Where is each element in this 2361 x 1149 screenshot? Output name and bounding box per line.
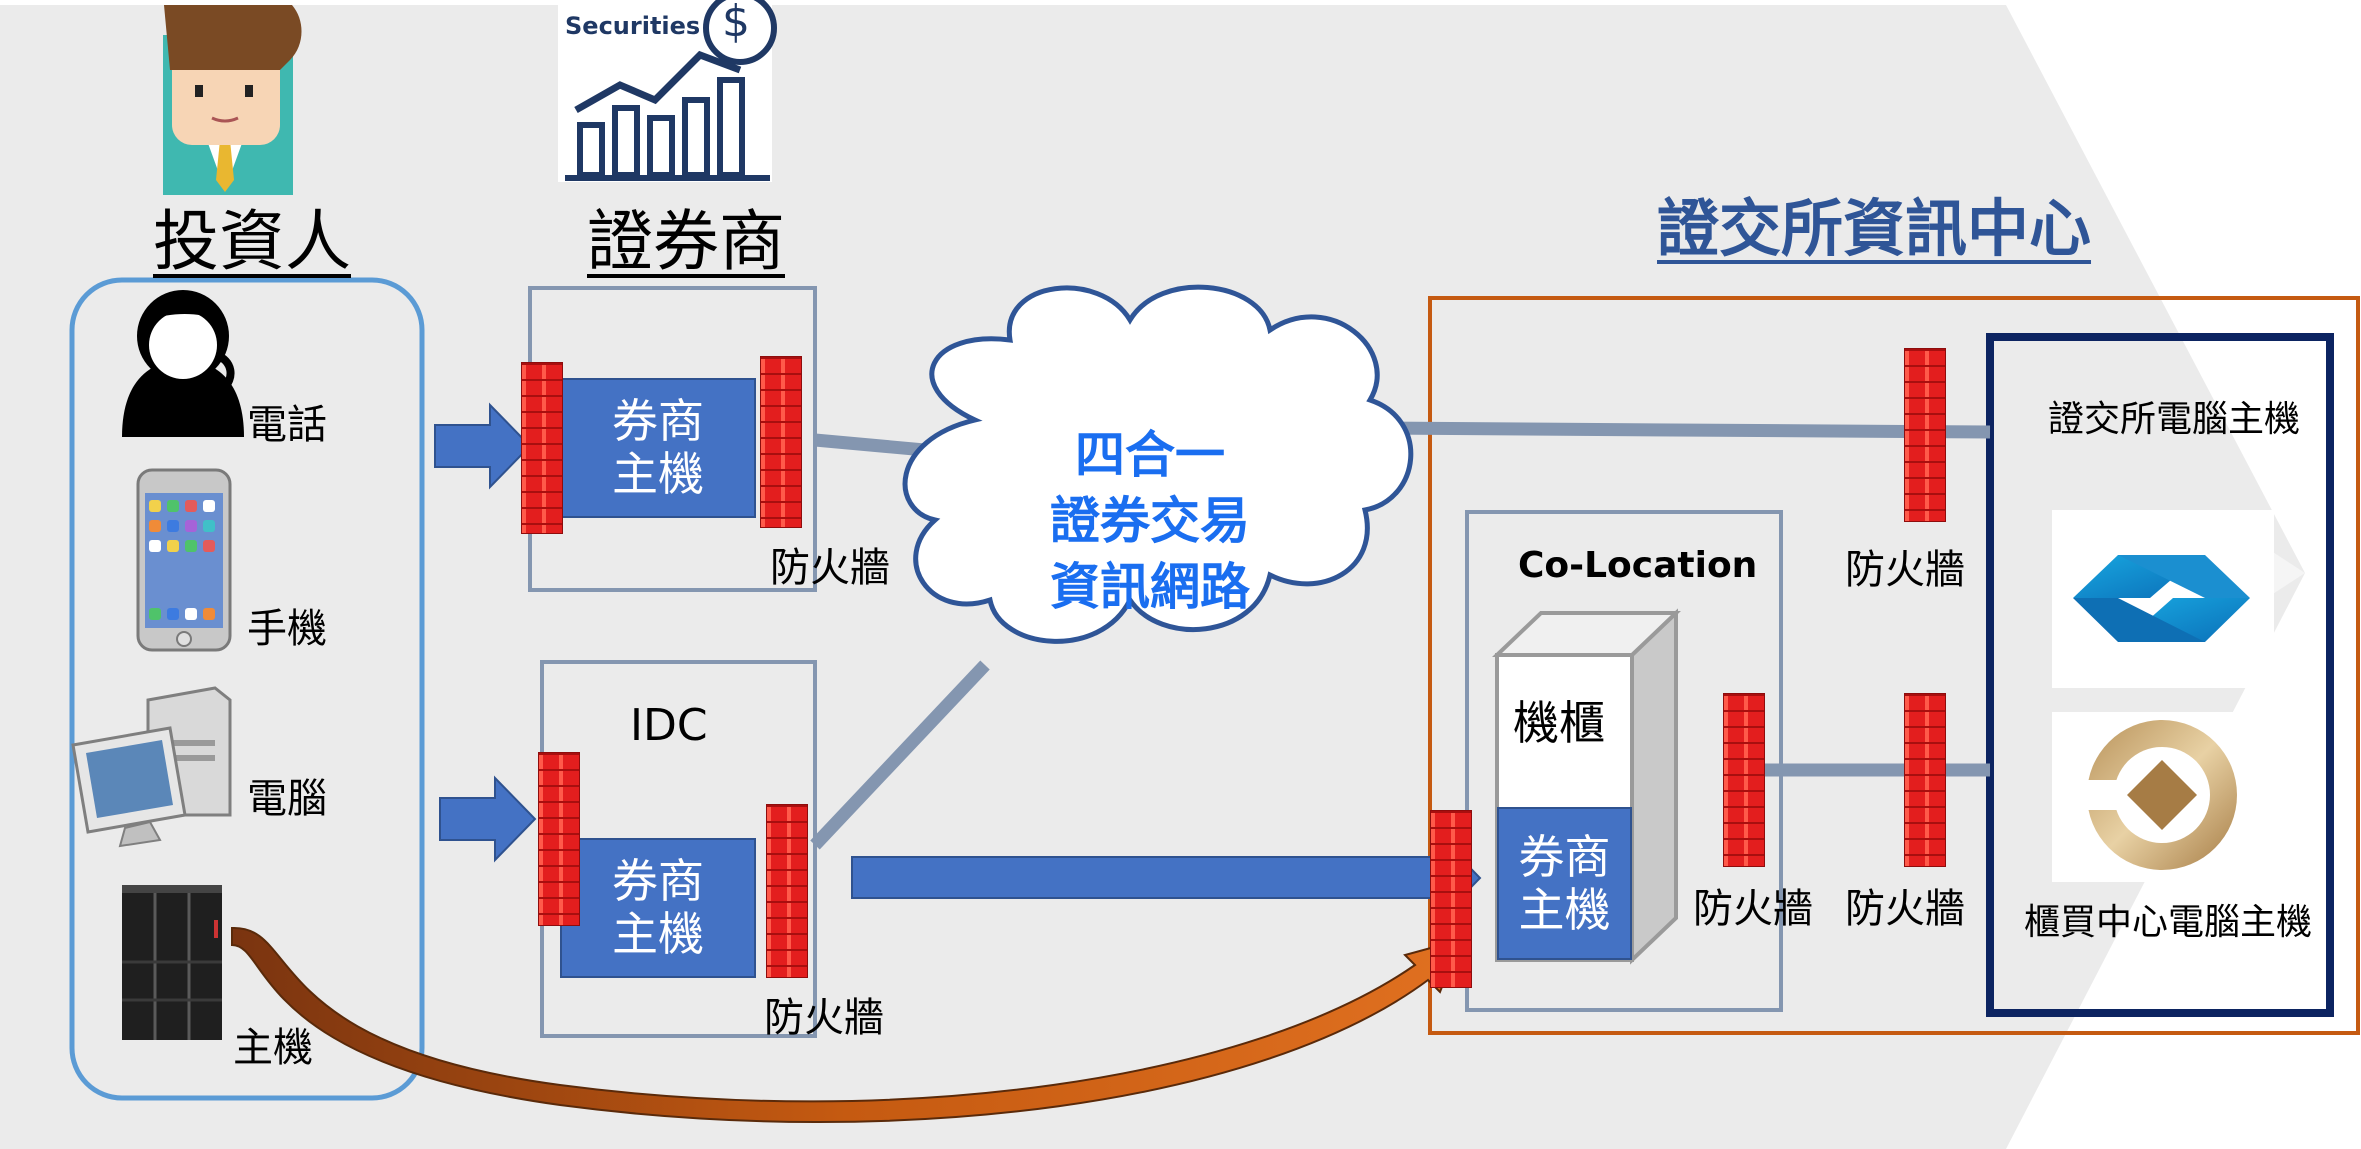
exchange-hosts-box [1986, 333, 2334, 1017]
network-cloud-label: 四合一 證券交易 資訊網路 [1000, 422, 1300, 620]
arrow-to-idc [439, 775, 537, 863]
colocation-box [1465, 510, 1783, 1012]
colocation-firewall-label: 防火牆 [1693, 886, 1813, 932]
connector-cloud-exchange [1369, 421, 1991, 439]
firewall-icon [1904, 348, 1946, 522]
channel-label-phone: 電話 [247, 402, 327, 448]
idc-host-line2: 主機 [612, 907, 704, 961]
investor-header: 投資人 [153, 203, 351, 280]
exchange-firewall-label-top: 防火牆 [1845, 547, 1965, 593]
idc-label: IDC [630, 700, 708, 751]
firewall-icon [538, 752, 580, 926]
twse-host-label: 證交所電腦主機 [2048, 399, 2301, 440]
phone-operator-icon [122, 290, 244, 437]
colo-host-line2: 主機 [1518, 882, 1611, 937]
investor-avatar [163, 5, 302, 195]
firewall-label: 防火牆 [770, 545, 890, 591]
network-line3: 資訊網路 [1050, 558, 1250, 616]
broker-host-line2: 主機 [612, 447, 704, 501]
rack-label: 機櫃 [1513, 696, 1605, 750]
broker-host: 券商 主機 [560, 378, 756, 518]
idc-broker-host: 券商 主機 [560, 838, 756, 978]
idc-host-line1: 券商 [612, 854, 704, 909]
rack-side [1630, 608, 1678, 965]
broker-host-line1: 券商 [612, 394, 704, 449]
server-tower-icon [122, 885, 222, 1040]
network-line1: 四合一 [1075, 426, 1225, 484]
colocation-broker-host: 券商 主機 [1497, 807, 1632, 960]
firewall-icon [1430, 810, 1472, 988]
network-line2: 證券交易 [1050, 492, 1250, 550]
investor-channels-box [69, 277, 425, 1101]
desktop-computer-icon [71, 686, 232, 848]
securities-logo-text: Securities [565, 12, 701, 40]
exchange-firewall-label-bottom: 防火牆 [1845, 886, 1965, 932]
firewall-icon [1723, 693, 1765, 867]
firewall-label: 防火牆 [764, 995, 884, 1041]
firewall-icon [1904, 693, 1946, 867]
smartphone-icon [136, 468, 232, 652]
colo-host-line1: 券商 [1518, 829, 1611, 884]
exchange-center-header: 證交所資訊中心 [1657, 192, 2092, 265]
channel-label-mobile: 手機 [247, 606, 327, 652]
exchange-center-box [1428, 296, 2360, 1035]
channel-label-computer: 電腦 [247, 776, 327, 822]
firewall-icon [521, 362, 563, 534]
connector-idc-cloud [810, 660, 990, 850]
tpex-logo-icon [2052, 712, 2274, 882]
arrow-to-broker [434, 402, 532, 490]
colocation-title: Co-Location [1518, 545, 1758, 586]
tpex-host-label: 櫃買中心電腦主機 [2024, 902, 2313, 943]
securities-logo-icon [558, 0, 777, 182]
broker-header: 證券商 [587, 203, 785, 280]
firewall-icon [766, 804, 808, 978]
channel-label-host: 主機 [233, 1025, 313, 1071]
twse-logo-icon [2052, 510, 2274, 688]
network-cloud [902, 284, 1414, 644]
firewall-icon [760, 356, 802, 528]
dollar-icon: $ [722, 0, 750, 47]
